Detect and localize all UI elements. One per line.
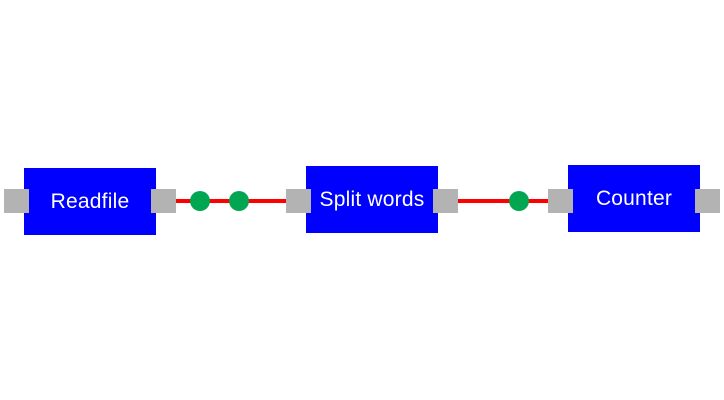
edge-split-words-to-counter[interactable] — [458, 199, 548, 203]
node-readfile[interactable]: Readfile — [24, 168, 156, 235]
edge-token — [190, 191, 210, 211]
input-port[interactable] — [4, 189, 29, 213]
node-counter[interactable]: Counter — [568, 165, 700, 232]
edge-token — [509, 191, 529, 211]
output-port[interactable] — [695, 189, 720, 213]
output-port[interactable] — [433, 189, 458, 213]
edge-token — [229, 191, 249, 211]
node-label: Split words — [319, 187, 425, 211]
node-label: Counter — [595, 186, 673, 210]
node-split-words[interactable]: Split words — [306, 166, 438, 233]
node-label: Readfile — [50, 189, 130, 213]
input-port[interactable] — [548, 189, 573, 213]
output-port[interactable] — [151, 189, 176, 213]
input-port[interactable] — [286, 189, 311, 213]
